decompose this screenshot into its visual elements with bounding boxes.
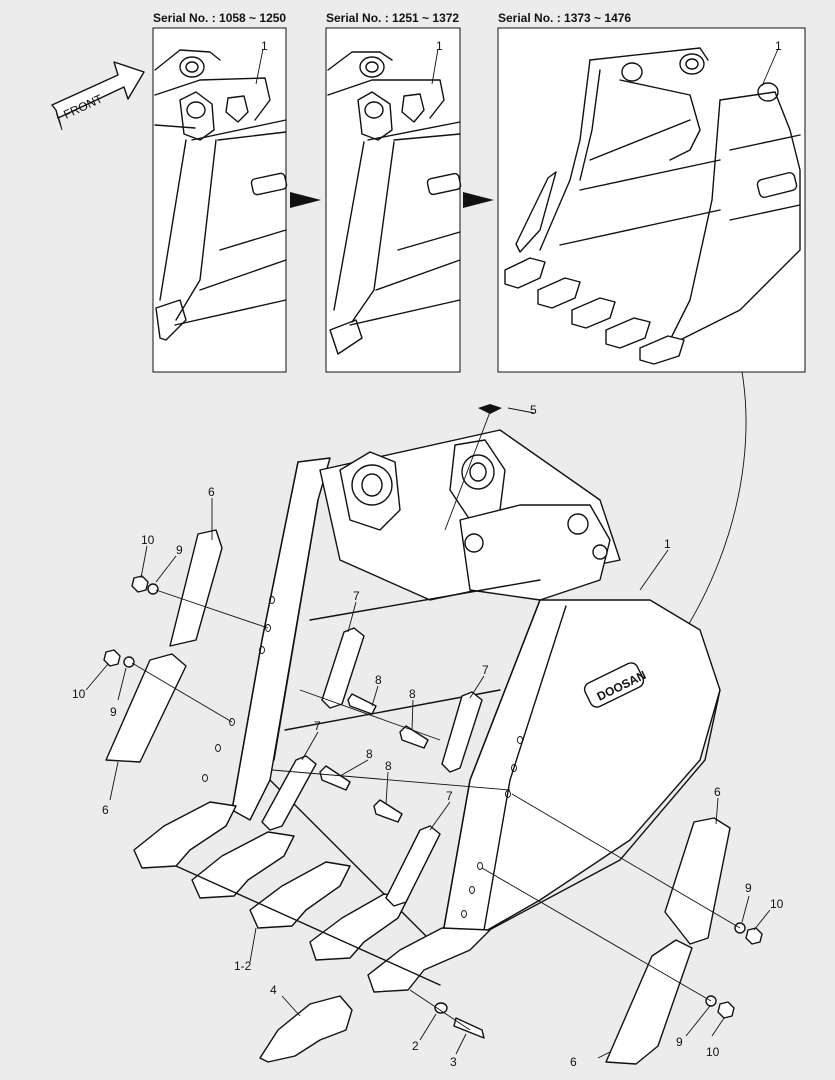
callout-bolt-b: 8 [409,687,416,701]
serial-label-2: Serial No. : 1251 ~ 1372 [326,11,459,25]
callout-washer-right-upper: 9 [745,881,752,895]
callout-bolt-a: 8 [375,673,382,687]
pin-part-3 [453,1017,485,1039]
callout-nut-right-upper: 10 [770,897,784,911]
front-arrow-icon: FRONT [51,61,145,131]
assembly-axis-lines [131,411,741,1031]
next-arrow-icon-2 [463,192,494,208]
inset-panel-2: 1 [325,27,462,373]
callout-bucket: 1 [664,537,671,551]
callout-side-cutter-left-upper: 6 [208,485,215,499]
washer-part-2 [434,1002,448,1014]
next-arrow-icon-1 [290,192,321,208]
callout-side-cutter-left-lower: 6 [102,803,109,817]
callout-washer-2: 2 [412,1039,419,1053]
callout-tooth-4: 4 [270,983,277,997]
callout-side-cutter-right-lower: 6 [570,1055,577,1069]
side-cutters [105,529,731,1065]
callout-side-cutter-right-upper: 6 [714,785,721,799]
panel-1-callout: 1 [261,39,268,53]
bolts [319,693,429,823]
callout-leaders [85,407,771,1059]
callout-washer-left-lower: 9 [110,705,117,719]
panel-3-callout: 1 [775,39,782,53]
link-plates [261,627,483,907]
panel-2-callout: 1 [436,39,443,53]
callout-washer-left-upper: 9 [176,543,183,557]
serial-label-1: Serial No. : 1058 ~ 1250 [153,11,286,25]
callout-bolt-d: 8 [385,759,392,773]
callout-link-c: 7 [314,719,321,733]
inset-panel-3: 1 [497,27,806,373]
panel-1-leader [255,48,264,85]
callout-numbers: 1 1-2 2 3 4 5 6 6 6 6 7 7 7 7 8 8 8 8 9 … [72,403,784,1069]
callout-bolt-c: 8 [366,747,373,761]
panel-2-leader [431,48,439,85]
inset-panel-1: 1 [152,27,288,373]
callout-washer-right-lower: 9 [676,1035,683,1049]
callout-nut-left-lower: 10 [72,687,86,701]
callout-nut-left-upper: 10 [141,533,155,547]
callout-link-a: 7 [353,589,360,603]
callout-link-d: 7 [446,789,453,803]
callout-nut-right-lower: 10 [706,1045,720,1059]
callout-plate-5: 5 [530,403,537,417]
callout-pin-3: 3 [450,1055,457,1069]
callout-tooth-assembly: 1-2 [234,959,252,973]
plate-part-5 [478,404,502,414]
serial-label-3: Serial No. : 1373 ~ 1476 [498,11,631,25]
callout-link-b: 7 [482,663,489,677]
panel-3-leader [761,48,779,87]
tooth-part-4 [259,995,353,1063]
bucket-main-illustration: DOOSAN [202,429,721,951]
bucket-teeth [133,801,491,993]
